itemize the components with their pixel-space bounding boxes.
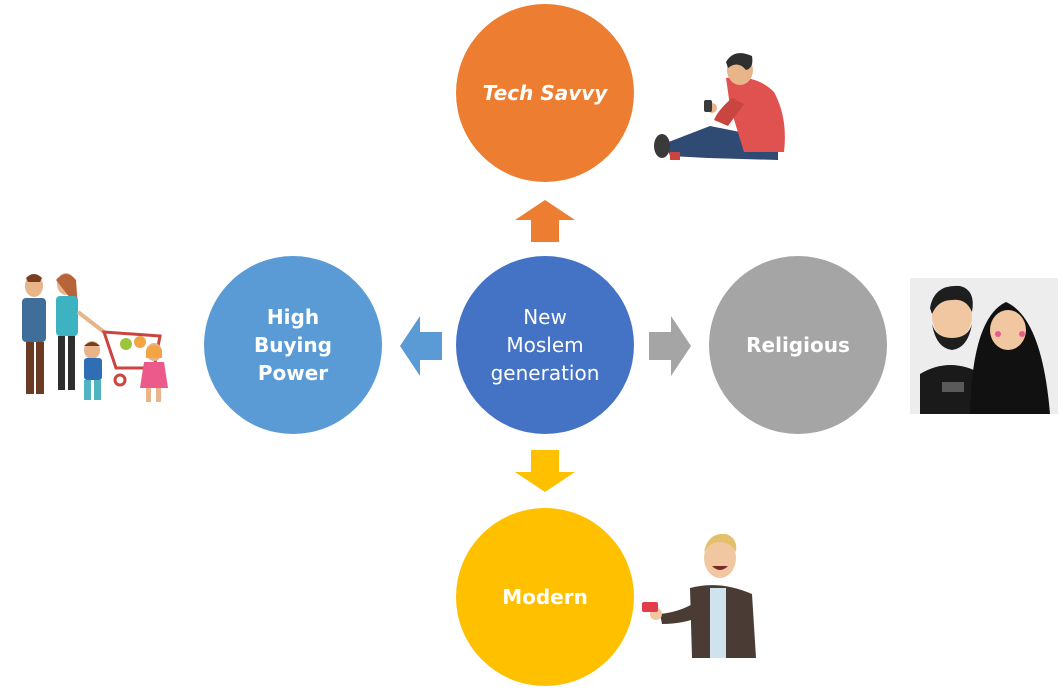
center-node-label: New Moslem generation	[490, 305, 600, 385]
left-node: High Buying Power	[204, 256, 382, 434]
center-node: New Moslem generation	[456, 256, 634, 434]
bottom-node-label: Modern	[502, 585, 588, 609]
top-node: Tech Savvy	[456, 4, 634, 182]
bottom-node: Modern	[456, 508, 634, 686]
person-sitting-with-phone-icon	[654, 53, 785, 160]
left-node-label: High Buying Power	[254, 305, 332, 385]
arrow-left-icon	[400, 316, 442, 376]
arrow-right-icon	[649, 316, 691, 376]
family-shopping-with-cart-icon	[22, 273, 168, 402]
smiling-man-with-card-icon	[642, 533, 756, 658]
right-node: Religious	[709, 256, 887, 434]
arrow-down-icon	[515, 450, 575, 492]
muslim-couple-icon	[910, 278, 1058, 414]
arrow-up-icon	[515, 200, 575, 242]
top-node-label: Tech Savvy	[482, 81, 608, 105]
right-node-label: Religious	[746, 333, 850, 357]
